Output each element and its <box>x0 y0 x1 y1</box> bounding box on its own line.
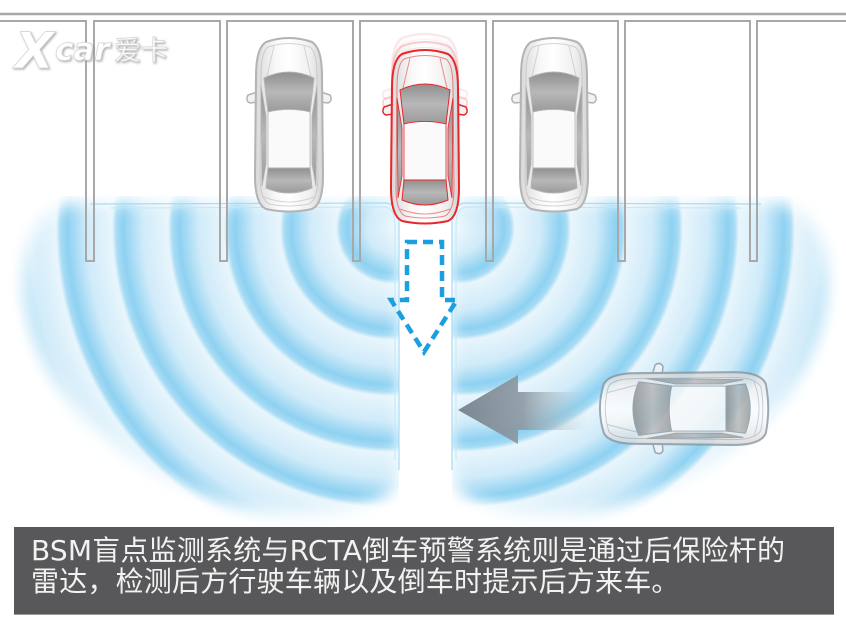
approaching-car <box>598 362 770 455</box>
reversing-car-body <box>381 49 469 225</box>
reversing-car <box>381 33 469 225</box>
caption-line-1: BSM盲点监测系统与RCTA倒车预警系统则是通过后保险杆的 <box>31 534 786 567</box>
logo-chinese: 爱卡 <box>114 36 168 67</box>
logo-latin: car <box>55 32 111 68</box>
xcar-logo: X car 爱卡 <box>12 22 169 81</box>
caption: BSM盲点监测系统与RCTA倒车预警系统则是通过后保险杆的 雷达，检测后方行驶车… <box>14 527 834 614</box>
parking-slot-dividers <box>0 20 846 262</box>
cross-traffic-motion-arrow-icon <box>458 375 588 444</box>
caption-background <box>14 527 834 614</box>
radar-zone-left <box>0 180 420 530</box>
logo-mark: X <box>12 22 56 80</box>
reverse-direction-arrow-icon <box>386 239 462 357</box>
caption-line-2: 雷达，检测后方行驶车辆以及倒车时提示后方来车。 <box>31 565 680 598</box>
parked-car-left <box>245 37 333 213</box>
parked-car-right <box>510 37 598 213</box>
